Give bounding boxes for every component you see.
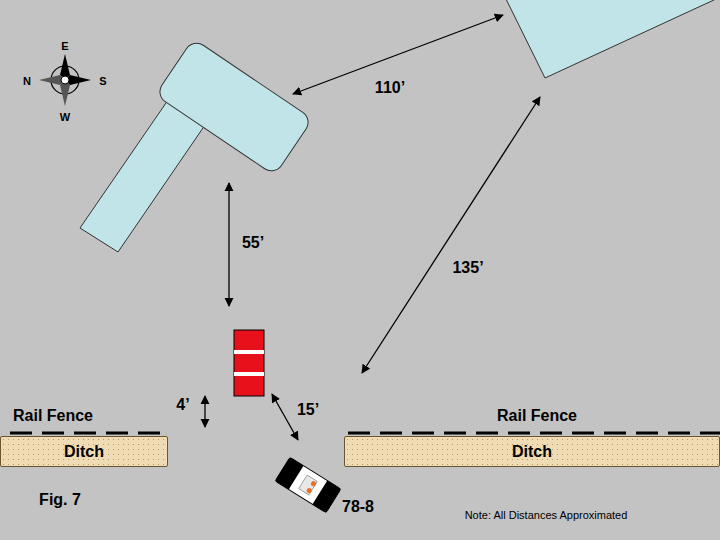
- dimension-label: 110’: [375, 79, 405, 97]
- ditch-box: Ditch: [0, 436, 168, 467]
- dimension-label: 15’: [297, 401, 319, 419]
- compass-letter: S: [99, 75, 106, 87]
- dimension-label: 55’: [242, 234, 264, 252]
- figure-number: Fig. 7: [39, 491, 81, 509]
- building-wing: [80, 100, 205, 252]
- ditch-label: Ditch: [64, 443, 104, 461]
- compass-rose: [39, 54, 91, 106]
- note-text: Note: All Distances Approximated: [465, 509, 628, 521]
- ditch-box: Ditch: [344, 436, 720, 467]
- building-main: [155, 39, 312, 176]
- dimension-arrow: [204, 396, 205, 427]
- dimension-label: 135’: [452, 259, 483, 277]
- rail-fence: [348, 432, 720, 435]
- fire-truck: [234, 330, 264, 396]
- fence-label: Rail Fence: [13, 407, 93, 425]
- compass-letter: W: [60, 111, 70, 123]
- unit-number: 78-8: [342, 498, 374, 516]
- compass-letter: E: [61, 40, 68, 52]
- building-triangle: [506, 0, 716, 78]
- rail-fence: [10, 432, 168, 435]
- dimension-arrow: [362, 97, 540, 373]
- dimension-label: 4’: [176, 396, 189, 414]
- dimension-arrow: [272, 394, 298, 440]
- dimension-arrow: [228, 183, 229, 306]
- ditch-label: Ditch: [512, 443, 552, 461]
- fence-label: Rail Fence: [497, 407, 577, 425]
- compass-letter: N: [23, 75, 31, 87]
- police-car: [275, 457, 341, 513]
